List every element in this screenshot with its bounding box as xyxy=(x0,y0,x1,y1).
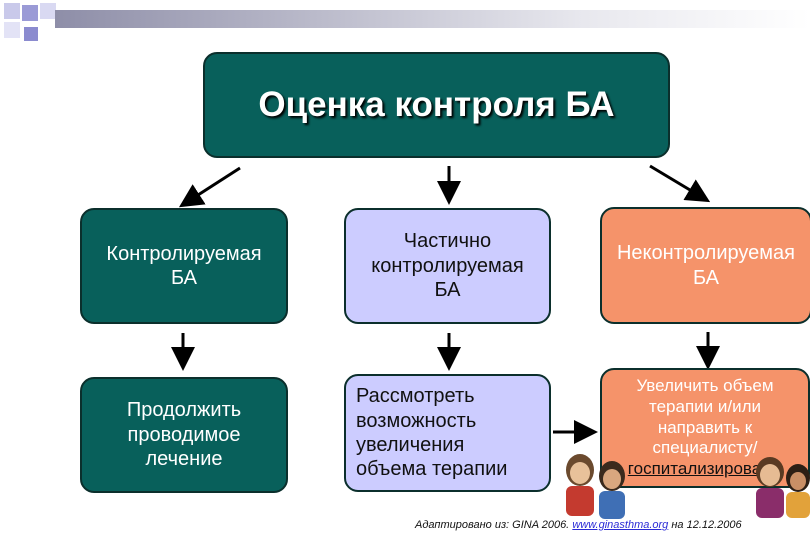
source-citation: Адаптировано из: GINA 2006. www.ginasthm… xyxy=(415,519,742,531)
hospitalize-label: госпитализировать! xyxy=(627,459,783,479)
partially-controlled-label: Частично контролируемая БА xyxy=(371,230,524,302)
continue-treatment-box: Продолжить проводимое лечение xyxy=(80,377,288,493)
consider-increase-box: Рассмотреть возможность увеличения объем… xyxy=(344,374,551,492)
continue-treatment-label: Продолжить проводимое лечение xyxy=(126,399,242,471)
header-gradient-bar xyxy=(55,10,810,28)
corner-decoration xyxy=(0,0,70,50)
uncontrolled-box: Неконтролируемая БА xyxy=(600,207,810,324)
children-photo-icon xyxy=(566,454,810,519)
increase-therapy-label: Увеличить объем терапии и/или направить … xyxy=(636,376,774,458)
partially-controlled-box: Частично контролируемая БА xyxy=(344,208,551,324)
uncontrolled-label: Неконтролируемая БА xyxy=(616,242,796,289)
title-box: Оценка контроля БА xyxy=(203,52,670,158)
controlled-box: Контролируемая БА xyxy=(80,208,288,324)
citation-suffix: на 12.12.2006 xyxy=(671,519,742,531)
consider-increase-label: Рассмотреть возможность увеличения объем… xyxy=(356,385,508,481)
citation-link[interactable]: www.ginasthma.org xyxy=(572,519,669,531)
arrow-title-left xyxy=(178,166,241,208)
citation-prefix: Адаптировано из: GINA 2006. xyxy=(415,519,570,531)
controlled-label: Контролируемая БА xyxy=(106,242,262,289)
arrow-title-right xyxy=(649,164,711,203)
title-text: Оценка контроля БА xyxy=(258,84,615,124)
